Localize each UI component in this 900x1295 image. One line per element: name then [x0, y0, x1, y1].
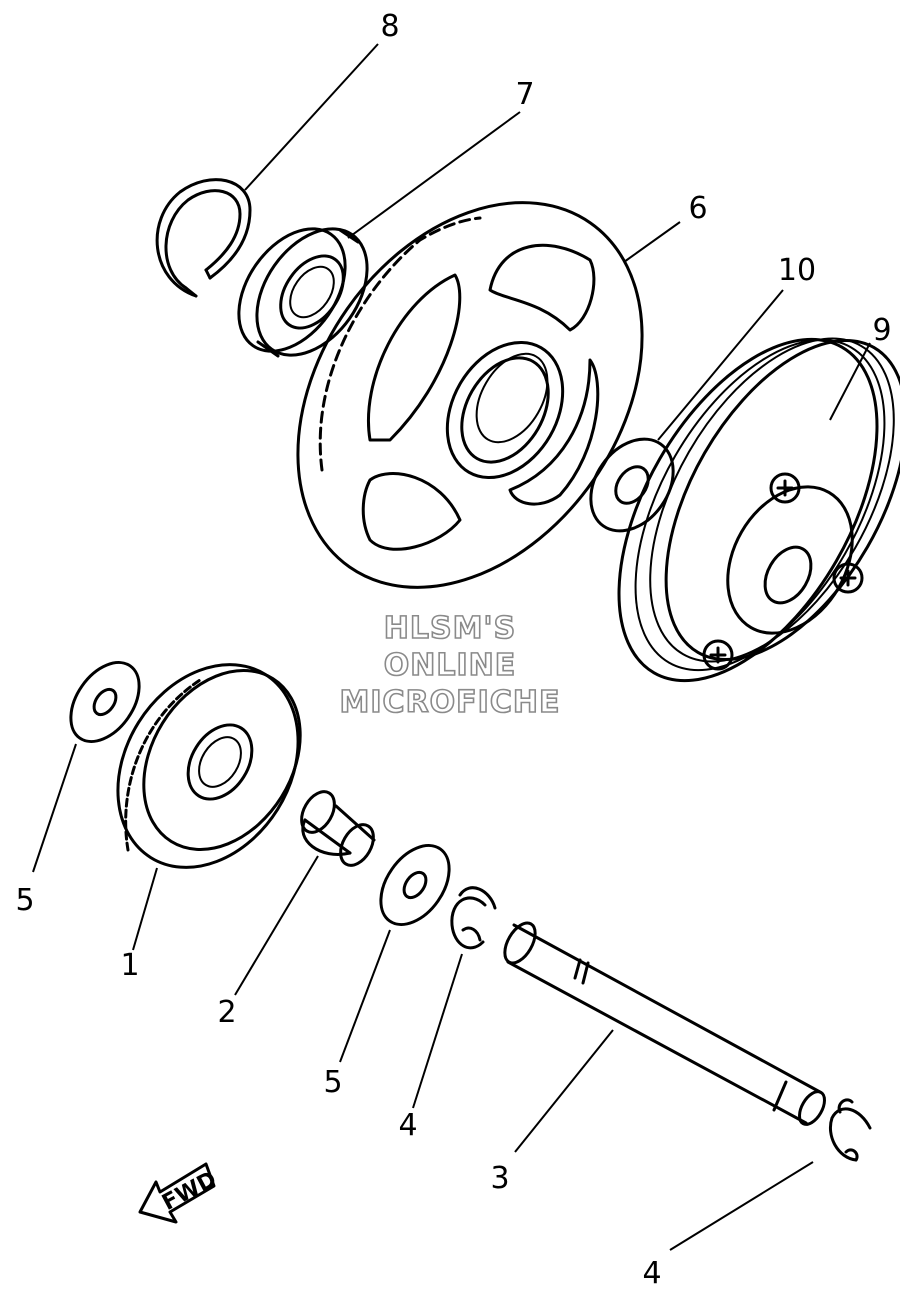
callout-5-middle: 5: [323, 1065, 342, 1100]
callout-3: 3: [490, 1161, 509, 1196]
callout-2: 2: [217, 995, 236, 1030]
callout-10: 10: [778, 253, 816, 288]
callout-4-lower: 4: [642, 1256, 661, 1291]
circlip-ring-part: [155, 178, 252, 298]
e-clip-upper-part: [450, 886, 497, 950]
callout-1: 1: [120, 948, 139, 983]
starter-clutch-part: [617, 337, 900, 683]
callout-5-left: 5: [15, 883, 34, 918]
e-clip-lower-part: [829, 1098, 872, 1162]
callout-labels: 8 7 6 10 9 5 1 2 5 4 3 4: [15, 9, 891, 1291]
shaft-part: [503, 921, 826, 1126]
idler-gear-part: [116, 663, 302, 869]
needle-bearing-part: [300, 790, 376, 867]
callout-9: 9: [872, 313, 891, 348]
washer-middle-part: [379, 844, 451, 926]
callout-6: 6: [688, 191, 707, 226]
forward-direction-arrow: FWD: [138, 1162, 221, 1224]
watermark-line-1: HLSM'S: [384, 611, 516, 646]
callout-7: 7: [515, 77, 534, 112]
callout-8: 8: [380, 9, 399, 44]
washer-left-part: [69, 661, 141, 743]
watermark-line-2: ONLINE: [384, 648, 517, 683]
bearing-part: [237, 227, 369, 358]
callout-4-upper: 4: [398, 1108, 417, 1143]
leader-lines: [32, 43, 871, 1251]
watermark-line-3: MICROFICHE: [340, 685, 561, 720]
watermark: HLSM'S ONLINE MICROFICHE: [339, 610, 561, 721]
starter-wheel-gear-part: [296, 201, 644, 589]
